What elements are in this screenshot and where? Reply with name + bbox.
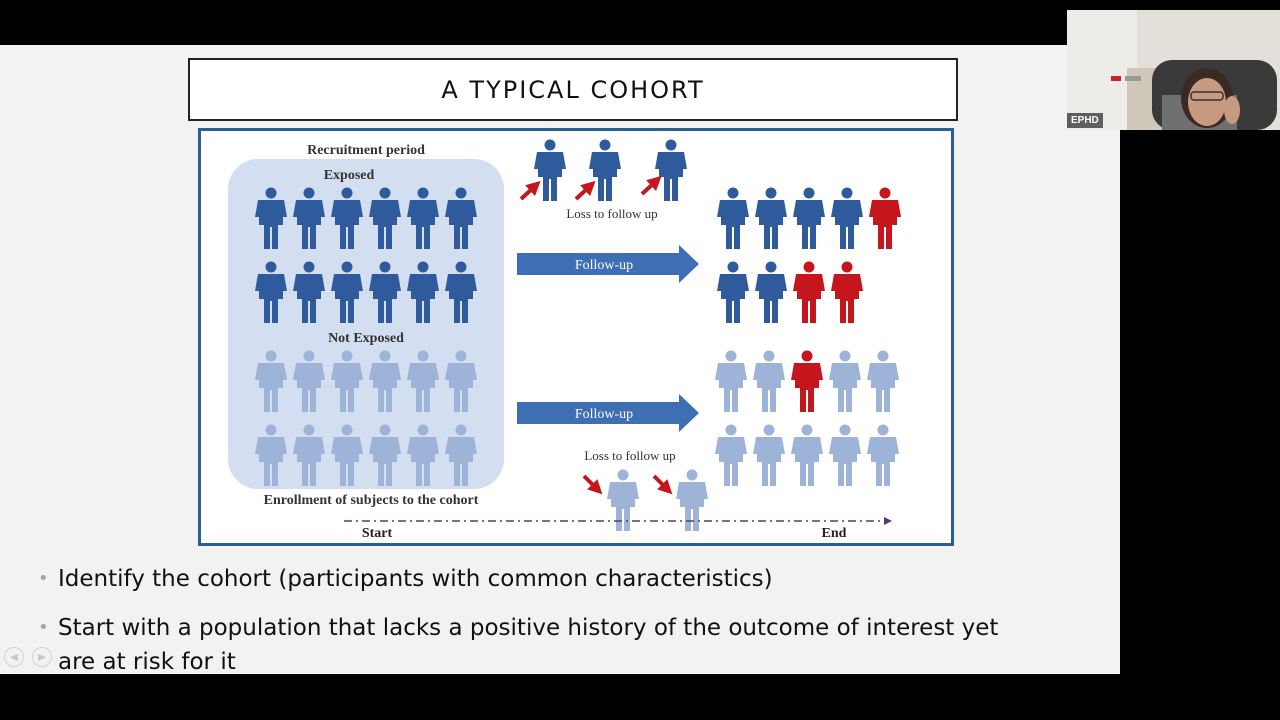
recruitment-period-label: Recruitment period [307, 143, 425, 158]
prev-slide-icon[interactable]: ◀ [4, 647, 24, 667]
recruitment-panel [228, 159, 504, 489]
loss-arrow-icon [574, 180, 596, 201]
bullet-list: • Identify the cohort (participants with… [36, 562, 1036, 694]
bullet-item: • Start with a population that lacks a p… [36, 611, 1036, 679]
lost-not-exposed-person-icon [607, 469, 639, 531]
bullet-item: • Identify the cohort (participants with… [36, 562, 1036, 596]
follow-up-arrow-top [517, 245, 699, 283]
not-exposed-person-icon [829, 350, 861, 412]
lost-not-exposed-person-icon [676, 469, 708, 531]
not-exposed-person-icon [753, 350, 785, 412]
exposed-label: Exposed [324, 168, 375, 183]
follow-up-label-bottom: Follow-up [575, 407, 633, 422]
exposed-person-icon [717, 187, 749, 249]
slide-nav-controls: ◀ ▶ [4, 647, 52, 667]
loss-to-follow-up-top-label: Loss to follow up [566, 206, 657, 221]
exposed-person-icon [717, 261, 749, 323]
lost-exposed-person-icon [655, 139, 687, 201]
cohort-diagram: Follow-up Follow-up Recruitment period E… [198, 128, 954, 546]
outcome-person-icon [869, 187, 901, 249]
presentation-slide: A TYPICAL COHORT Follow-up Follow-up Rec… [0, 45, 1120, 675]
loss-arrow-icon [582, 474, 603, 495]
not-exposed-person-icon [829, 424, 861, 486]
timeline-end-label: End [822, 526, 847, 541]
not-exposed-person-icon [867, 350, 899, 412]
not-exposed-person-icon [715, 424, 747, 486]
timeline-start-label: Start [362, 526, 393, 541]
loss-arrow-icon [652, 474, 673, 495]
enrollment-label: Enrollment of subjects to the cohort [264, 493, 479, 508]
participant-video-feed [1067, 10, 1280, 130]
loss-arrow-icon [640, 175, 662, 196]
timeline-arrowhead [884, 517, 892, 525]
slide-title-box: A TYPICAL COHORT [188, 58, 958, 121]
loss-arrow-icon [519, 180, 541, 201]
participant-name-tag: EPHD [1067, 113, 1103, 128]
not-exposed-person-icon [753, 424, 785, 486]
bullet-marker: • [38, 568, 49, 589]
participant-video-tile[interactable]: EPHD [1067, 10, 1280, 130]
slide-title: A TYPICAL COHORT [441, 75, 705, 104]
loss-to-follow-up-bottom-label: Loss to follow up [584, 448, 675, 463]
bullet-text: Identify the cohort (participants with c… [58, 566, 773, 592]
not-exposed-label: Not Exposed [328, 331, 404, 346]
outcome-person-icon [793, 261, 825, 323]
outcome-person-icon [791, 350, 823, 412]
exposed-person-icon [755, 261, 787, 323]
bullet-text: Start with a population that lacks a pos… [58, 615, 999, 675]
exposed-person-icon [755, 187, 787, 249]
cohort-diagram-svg: Follow-up Follow-up Recruitment period E… [228, 139, 901, 541]
bullet-marker: • [38, 617, 49, 638]
outcome-person-icon [831, 261, 863, 323]
not-exposed-person-icon [791, 424, 823, 486]
not-exposed-person-icon [867, 424, 899, 486]
follow-up-label-top: Follow-up [575, 258, 633, 273]
follow-up-arrow-bottom [517, 394, 699, 432]
next-slide-icon[interactable]: ▶ [32, 647, 52, 667]
lost-exposed-person-icon [534, 139, 566, 201]
exposed-person-icon [793, 187, 825, 249]
lost-exposed-person-icon [589, 139, 621, 201]
not-exposed-person-icon [715, 350, 747, 412]
exposed-person-icon [831, 187, 863, 249]
loss-arrows [519, 175, 673, 495]
